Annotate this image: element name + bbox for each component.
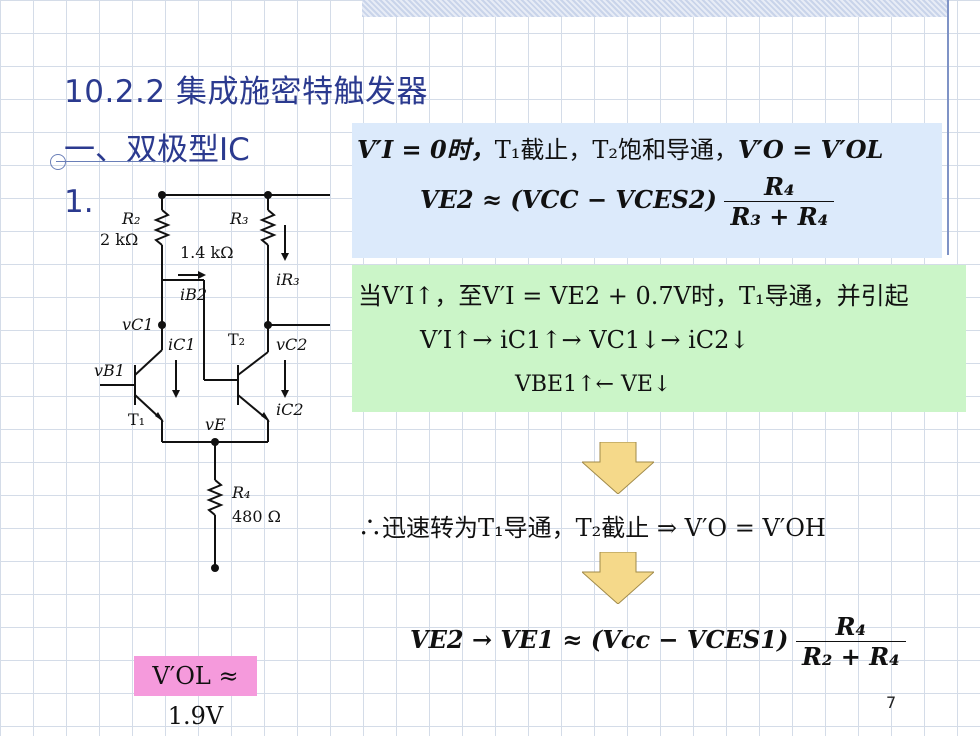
vc1-label: vC1 — [122, 315, 153, 334]
ib2-label: iB2 — [180, 285, 207, 304]
ir3-label: iR₃ — [276, 270, 300, 289]
circuit-diagram: R₂ 2 kΩ R₃ 1.4 kΩ iR₃ iB2 vC1 iC1 T₂ vC2… — [94, 191, 330, 572]
condition-box-green — [352, 265, 966, 412]
arrow-down-icon-2 — [582, 552, 654, 604]
bullet-circle-icon — [50, 154, 66, 170]
eq2-fraction: R₄ R₃ + R₄ — [724, 172, 835, 231]
equation-7: VE2 → VE1 ≈ (Vcc − VCES1) R₄ R₂ + R₄ — [410, 612, 906, 671]
equation-1: V′I = 0时，T₁截止，T₂饱和导通，V′O = V′OL — [357, 130, 883, 165]
eq2-numerator: R₄ — [724, 172, 835, 202]
item-number: 1. — [64, 184, 94, 220]
bullet-underline — [56, 161, 166, 162]
eq7-fraction: R₄ R₂ + R₄ — [795, 612, 906, 671]
section-subtitle: 一、双极型IC — [64, 132, 250, 168]
r3-label: R₃ — [229, 209, 248, 228]
ic2-label: iC2 — [276, 400, 304, 419]
arrow-down-icon — [582, 442, 654, 494]
right-divider-line — [947, 0, 949, 255]
eq1-result: V′O = V′OL — [737, 135, 884, 164]
ve-label: vE — [205, 415, 226, 434]
equation-3: 当V′I↑，至V′I = VE2 + 0.7V时，T₁导通，并引起 — [358, 282, 909, 310]
condition-box-blue — [352, 123, 942, 258]
t1-label: T₁ — [128, 410, 145, 429]
vb1-label: vB1 — [94, 361, 125, 380]
equation-5: VBE1↑← VE↓ — [515, 372, 672, 397]
equation-2: VE2 ≈ (VCC − VCES2) R₄ R₃ + R₄ — [420, 172, 835, 231]
vc2-label: vC2 — [276, 335, 307, 354]
r3-value: 1.4 kΩ — [180, 243, 234, 262]
eq2-denominator: R₃ + R₄ — [730, 202, 829, 231]
eq2-left: VE2 ≈ (VCC − VCES2) — [420, 185, 717, 214]
r2-value: 2 kΩ — [100, 230, 138, 249]
eq1-t1: T₁截止， — [494, 136, 593, 164]
equation-4: V′I↑→ iC1↑→ VC1↓→ iC2↓ — [420, 326, 750, 354]
equation-6: ∴迅速转为T₁导通，T₂截止 ⇒ V′O = V′OH — [358, 514, 826, 542]
vol-result-box: V′OL ≈ 1.9V — [134, 656, 257, 730]
r2-label: R₂ — [121, 209, 140, 228]
eq1-lead: V′I = 0时， — [357, 135, 495, 164]
page-number: 7 — [886, 693, 897, 712]
eq7-denominator: R₂ + R₄ — [801, 642, 900, 671]
eq7-numerator: R₄ — [795, 612, 906, 642]
eq7-left: VE2 → VE1 ≈ (Vcc − VCES1) — [410, 625, 789, 654]
r4-label: R₄ — [231, 483, 250, 502]
slide-title: 10.2.2 集成施密特触发器 — [64, 74, 428, 110]
eq1-t2: T₂饱和导通， — [592, 136, 738, 164]
top-decorative-band — [362, 0, 947, 17]
ic1-label: iC1 — [168, 335, 196, 354]
t2-label: T₂ — [228, 330, 245, 349]
r4-value: 480 Ω — [232, 507, 281, 526]
